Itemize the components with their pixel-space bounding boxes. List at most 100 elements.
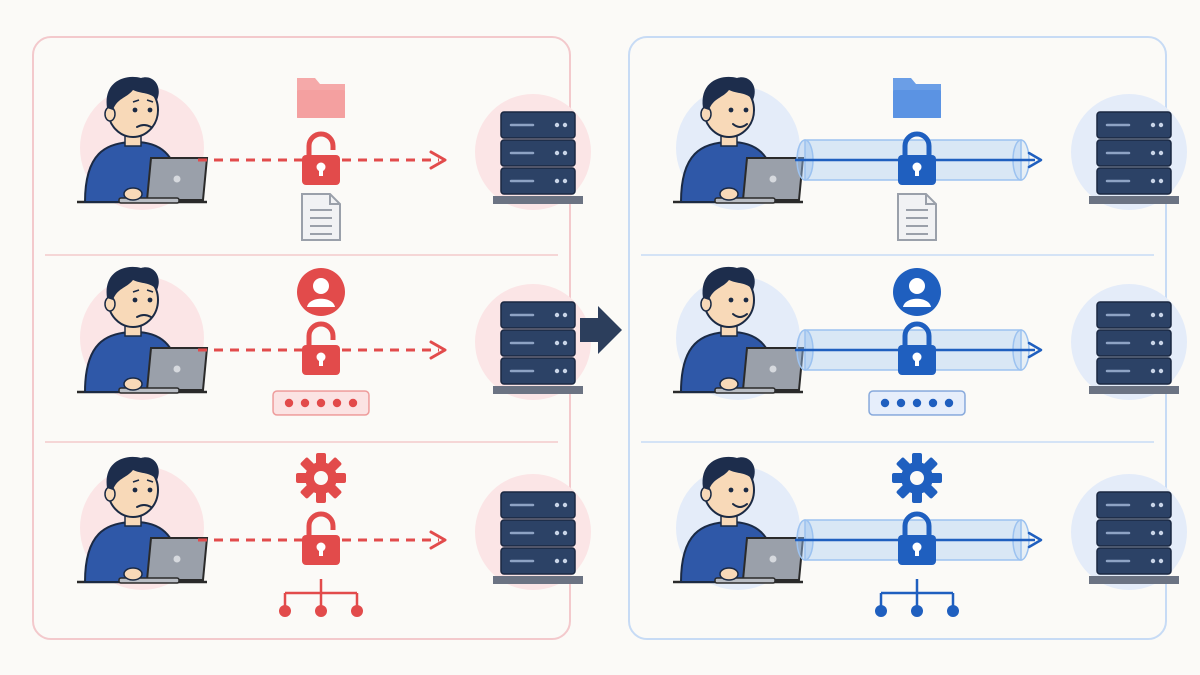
locked-padlock-icon xyxy=(898,511,936,565)
document-fold xyxy=(925,194,936,205)
password-dot xyxy=(300,398,310,408)
arrow-head xyxy=(429,150,447,170)
person-eye xyxy=(728,487,734,493)
gear-hole xyxy=(314,471,328,485)
network-node xyxy=(875,605,887,617)
gear-hole xyxy=(910,471,924,485)
network-icon xyxy=(279,579,363,617)
folder-icon xyxy=(893,78,941,118)
server-base xyxy=(493,386,583,394)
person-hand xyxy=(123,567,143,581)
server-unit xyxy=(500,547,576,575)
server-unit xyxy=(500,519,576,547)
person-hair xyxy=(702,456,755,490)
arrow-head xyxy=(429,530,447,550)
server-unit xyxy=(1096,139,1172,167)
connection-row xyxy=(673,453,1187,617)
document-icon xyxy=(897,193,937,241)
server-unit xyxy=(1096,547,1172,575)
network-node xyxy=(947,605,959,617)
person-eye xyxy=(147,297,153,303)
unlocked-padlock-icon xyxy=(302,511,340,565)
gear-tooth xyxy=(912,491,922,503)
folder-front xyxy=(893,90,941,118)
server-led xyxy=(562,312,568,318)
password-dot xyxy=(896,398,906,408)
person-hair xyxy=(702,266,755,300)
insecure-panel xyxy=(32,36,591,640)
person-brow xyxy=(132,479,140,483)
person-brow xyxy=(146,479,154,483)
gear-tooth xyxy=(296,473,308,483)
server-led xyxy=(1150,368,1156,374)
connection-row xyxy=(673,76,1187,241)
user-icon xyxy=(893,268,941,316)
gear-icon xyxy=(892,453,942,503)
password-dot xyxy=(928,398,938,408)
server-led xyxy=(1150,312,1156,318)
person-ear xyxy=(700,296,712,312)
person-smile xyxy=(732,503,748,508)
person-ear xyxy=(104,296,116,312)
server-led xyxy=(1158,150,1164,156)
server-led xyxy=(562,178,568,184)
gear-tooth xyxy=(930,473,942,483)
server-led xyxy=(562,122,568,128)
padlock-shackle xyxy=(902,511,932,536)
person-hand xyxy=(719,187,739,201)
server-led xyxy=(1150,122,1156,128)
person-ear xyxy=(104,106,116,122)
connection-row xyxy=(673,266,1187,416)
server-unit xyxy=(500,167,576,195)
folder-front xyxy=(297,90,345,118)
server-led xyxy=(562,502,568,508)
unlocked-padlock-icon xyxy=(302,321,340,375)
person-hair xyxy=(106,76,159,110)
person-brow xyxy=(132,289,140,293)
server-led xyxy=(1158,558,1164,564)
padlock-keyhole-slot xyxy=(915,547,919,556)
user-head xyxy=(313,278,329,294)
server-led xyxy=(554,368,560,374)
server-base xyxy=(1089,576,1179,584)
server-led xyxy=(562,530,568,536)
server-led xyxy=(554,530,560,536)
person-eye xyxy=(743,487,749,493)
padlock-keyhole-slot xyxy=(319,167,323,176)
server-led xyxy=(554,340,560,346)
server-led xyxy=(562,340,568,346)
person-eye xyxy=(728,297,734,303)
network-node xyxy=(315,605,327,617)
server-led xyxy=(1158,502,1164,508)
transition-arrow-shape xyxy=(580,306,622,354)
laptop-logo xyxy=(173,365,181,373)
server-led xyxy=(562,150,568,156)
folder-icon xyxy=(297,78,345,118)
person-brow xyxy=(146,99,154,103)
server-base xyxy=(1089,196,1179,204)
locked-padlock-icon xyxy=(898,131,936,185)
server-led xyxy=(1158,122,1164,128)
person-eye xyxy=(743,297,749,303)
network-node xyxy=(911,605,923,617)
server-led xyxy=(1158,312,1164,318)
server-led xyxy=(1150,558,1156,564)
server-led xyxy=(1158,530,1164,536)
server-led xyxy=(1150,340,1156,346)
password-dot xyxy=(880,398,890,408)
server-led xyxy=(554,502,560,508)
person-smile xyxy=(732,313,748,318)
padlock-shackle xyxy=(306,321,336,346)
person-hair xyxy=(106,456,159,490)
person-hand xyxy=(123,187,143,201)
user-shoulders xyxy=(307,298,335,307)
gear-tooth xyxy=(316,491,326,503)
server-unit xyxy=(1096,491,1172,519)
server-unit xyxy=(500,491,576,519)
server-unit xyxy=(500,139,576,167)
server-led xyxy=(554,122,560,128)
connection-row xyxy=(77,453,591,617)
person-smile xyxy=(732,123,748,128)
person-hair xyxy=(106,266,159,300)
